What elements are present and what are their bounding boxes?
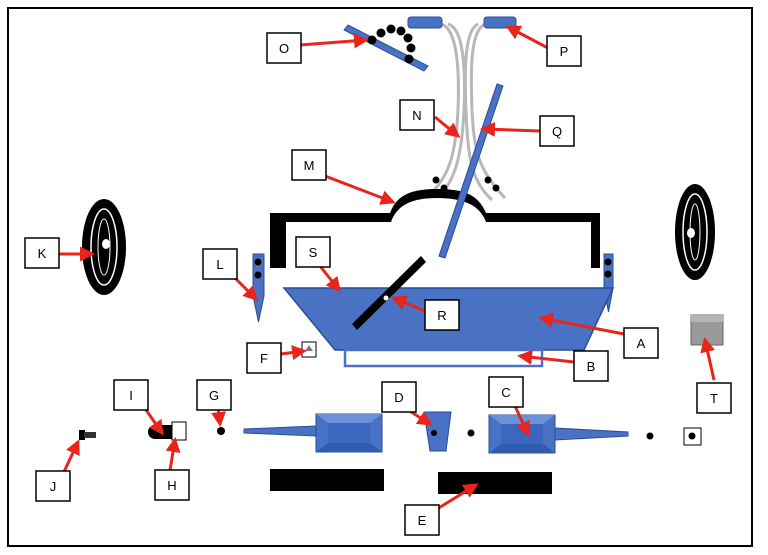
cable-connector-left [407, 16, 443, 29]
label-q: Q [539, 115, 575, 147]
svg-text:N: N [412, 108, 421, 123]
svg-text:R: R [437, 308, 446, 323]
label-t: T [696, 382, 732, 414]
label-d: D [381, 381, 417, 413]
black-bar [352, 256, 426, 330]
small-pin [217, 427, 225, 435]
svg-text:F: F [260, 351, 268, 366]
base-plate [343, 348, 544, 368]
label-e: E [404, 504, 440, 536]
svg-text:I: I [129, 388, 133, 403]
bead-chain [367, 24, 416, 64]
axle-pin-left [243, 413, 383, 453]
svg-text:K: K [38, 246, 47, 261]
label-g: G [196, 379, 232, 411]
label-b: B [573, 350, 609, 382]
wheel-right [675, 184, 715, 280]
svg-text:B: B [587, 359, 596, 374]
svg-text:L: L [216, 257, 223, 272]
label-c: C [488, 376, 524, 408]
black-plate-left [270, 469, 384, 491]
svg-text:M: M [304, 158, 315, 173]
svg-text:G: G [209, 388, 219, 403]
label-m: M [291, 149, 327, 181]
wheel-left [82, 199, 126, 295]
svg-text:Q: Q [552, 124, 562, 139]
label-l: L [202, 248, 238, 280]
label-a: A [623, 327, 659, 359]
label-i: I [113, 379, 149, 411]
nut-box [683, 427, 702, 446]
tube-cap [171, 421, 187, 441]
label-p: P [546, 35, 582, 67]
label-j: J [35, 470, 71, 502]
black-plate-right [438, 472, 552, 494]
label-o: O [266, 32, 302, 64]
svg-text:P: P [560, 44, 569, 59]
screw [79, 430, 96, 440]
label-k: K [24, 237, 60, 269]
washer-dot-1 [467, 429, 475, 437]
svg-text:S: S [309, 245, 318, 260]
svg-text:E: E [418, 513, 427, 528]
svg-text:T: T [710, 391, 718, 406]
label-n: N [399, 99, 435, 131]
cable-bundle [430, 22, 507, 202]
diagram-border [7, 7, 753, 547]
gray-block [690, 314, 724, 346]
label-r: R [424, 299, 460, 331]
svg-text:H: H [167, 478, 176, 493]
svg-text:D: D [394, 390, 403, 405]
label-h: H [154, 469, 190, 501]
bar-hole [383, 295, 389, 301]
label-s: S [295, 236, 331, 268]
svg-text:C: C [501, 385, 510, 400]
cable-connector-right [483, 16, 517, 29]
label-f: F [246, 342, 282, 374]
washer-dot-2 [646, 432, 654, 440]
svg-text:A: A [637, 336, 646, 351]
svg-text:J: J [50, 479, 57, 494]
svg-text:O: O [279, 41, 289, 56]
